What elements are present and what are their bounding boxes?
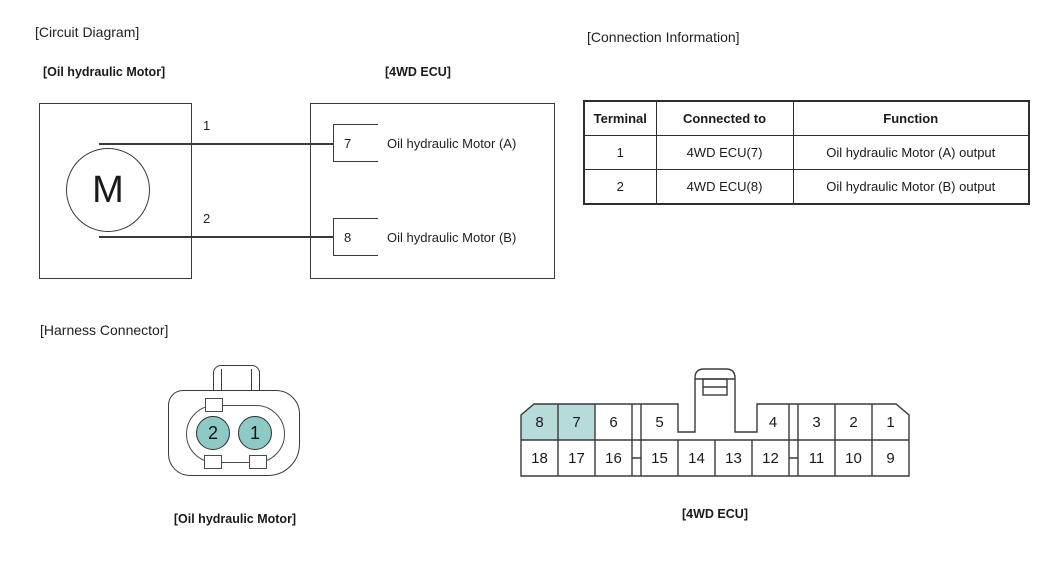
- harness-connector-title: [Harness Connector]: [40, 322, 169, 338]
- wire-2: [99, 236, 333, 238]
- ecu-pin-5: 5: [655, 414, 663, 431]
- cell-connected-2: 4WD ECU(8): [655, 169, 794, 205]
- ecu-top-right-outline: [734, 396, 910, 440]
- ecu-pin-6: 6: [609, 414, 617, 431]
- ecu-pin-4: 4: [769, 414, 777, 431]
- motor-connector-key-bottom-right: [249, 455, 267, 469]
- ecu-connector-drawing: 8 7 6 5 4 3 2 1 18 17 16 15 14 13 12 11 …: [520, 368, 910, 477]
- motor-connector-caption: [Oil hydraulic Motor]: [173, 512, 297, 526]
- wire-2-label: 2: [203, 211, 211, 226]
- motor-connector-key-bottom-left: [204, 455, 222, 469]
- ecu-pin-3: 3: [812, 414, 820, 431]
- ecu-pin-18: 18: [531, 450, 548, 467]
- ecu-terminal-7-number: 7: [344, 135, 352, 151]
- connection-table: Terminal Connected to Function 1 4WD ECU…: [583, 100, 1030, 205]
- connection-table-header-row: Terminal Connected to Function: [583, 100, 1030, 136]
- motor-connector-tab-line: [221, 369, 222, 392]
- ecu-terminal-8-number: 8: [344, 229, 352, 245]
- circuit-motor-label: [Oil hydraulic Motor]: [43, 65, 166, 79]
- ecu-connector-outline: [520, 368, 910, 477]
- ecu-terminal-7-function: Oil hydraulic Motor (A): [387, 136, 517, 151]
- cell-terminal-1: 1: [583, 135, 657, 170]
- col-header-function: Function: [792, 100, 1030, 136]
- col-header-connected-to: Connected to: [655, 100, 794, 136]
- ecu-pin-1: 1: [886, 414, 894, 431]
- ecu-terminal-8-function: Oil hydraulic Motor (B): [387, 230, 517, 245]
- ecu-top-cell-dividers: [557, 404, 873, 440]
- cell-connected-1: 4WD ECU(7): [655, 135, 794, 170]
- table-row: 1 4WD ECU(7) Oil hydraulic Motor (A) out…: [583, 135, 1030, 170]
- ecu-box: [310, 103, 555, 279]
- ecu-pin-12: 12: [762, 450, 779, 467]
- ecu-terminal-7-bracket: 7: [333, 124, 378, 162]
- motor-connector-pin-1-label: 1: [249, 422, 260, 443]
- cell-function-1: Oil hydraulic Motor (A) output: [792, 135, 1030, 170]
- ecu-pin-15: 15: [651, 450, 668, 467]
- ecu-pin-9: 9: [886, 450, 894, 467]
- ecu-terminal-8-bracket: 8: [333, 218, 378, 256]
- ecu-pin-8: 8: [535, 414, 543, 431]
- ecu-pin-10: 10: [845, 450, 862, 467]
- table-row: 2 4WD ECU(8) Oil hydraulic Motor (B) out…: [583, 169, 1030, 205]
- circuit-diagram-title: [Circuit Diagram]: [35, 24, 140, 40]
- ecu-pin-11: 11: [809, 450, 825, 467]
- motor-connector-tab-line: [251, 369, 252, 392]
- wire-1: [99, 143, 333, 145]
- motor-connector-pin-2: 2: [196, 416, 230, 450]
- ecu-pin-14: 14: [688, 450, 705, 467]
- ecu-pin-17: 17: [568, 450, 585, 467]
- motor-connector-pin-2-label: 2: [207, 422, 218, 443]
- ecu-pin-8-highlight: [521, 404, 558, 440]
- ecu-pin-7: 7: [572, 414, 580, 431]
- ecu-pin-2: 2: [849, 414, 857, 431]
- col-header-terminal: Terminal: [583, 100, 657, 136]
- motor-connector-pin-1: 1: [238, 416, 272, 450]
- motor-symbol-circle: M: [66, 148, 150, 232]
- ecu-pin-7-highlight: [558, 404, 595, 440]
- ecu-pin-16: 16: [605, 450, 622, 467]
- ecu-pin-13: 13: [725, 450, 742, 467]
- ecu-top-left-outline: [520, 396, 696, 440]
- motor-connector-key-top: [205, 398, 223, 412]
- motor-symbol: M: [92, 168, 124, 211]
- cell-terminal-2: 2: [583, 169, 657, 205]
- circuit-ecu-label: [4WD ECU]: [385, 65, 451, 79]
- motor-connector-tab: [213, 365, 260, 393]
- ecu-connector-caption: [4WD ECU]: [682, 507, 748, 521]
- ecu-latch-cap: [694, 368, 736, 396]
- wire-1-label: 1: [203, 118, 211, 133]
- connection-information-title: [Connection Information]: [587, 29, 740, 45]
- motor-box: [39, 103, 192, 279]
- cell-function-2: Oil hydraulic Motor (B) output: [792, 169, 1030, 205]
